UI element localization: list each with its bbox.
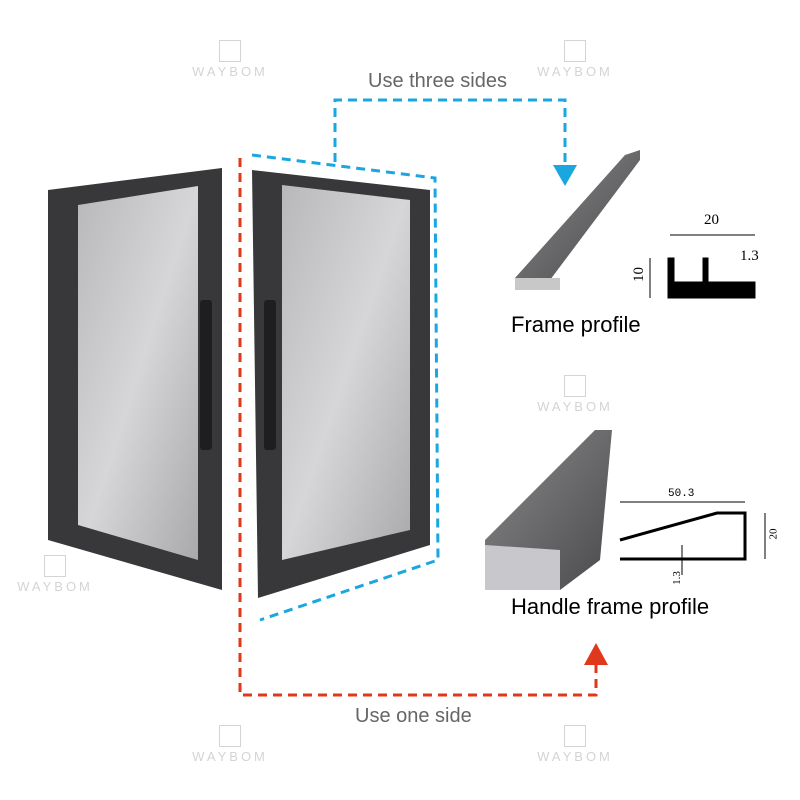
handle-frame-profile-drawing: [619, 501, 766, 575]
watermark: WAYBOM: [530, 375, 620, 414]
arrow-down-icon: [553, 165, 577, 186]
frame-profile-label: Frame profile: [511, 312, 641, 337]
frame-thickness-dim: 1.3: [740, 248, 759, 264]
watermark: WAYBOM: [185, 725, 275, 764]
watermark: WAYBOM: [530, 725, 620, 764]
frame-height-dim: 10: [631, 267, 647, 282]
frame-profile-image: [515, 150, 640, 290]
waybom-logo-icon: [219, 40, 241, 62]
waybom-logo-icon: [564, 40, 586, 62]
handle-width-dim: 50.3: [668, 488, 695, 500]
watermark: WAYBOM: [185, 40, 275, 79]
frame-profile-drawing: [649, 234, 756, 299]
three-sides-label: Use three sides: [368, 70, 507, 92]
waybom-logo-icon: [564, 725, 586, 747]
one-side-indicator: [238, 158, 598, 697]
watermark: WAYBOM: [10, 555, 100, 594]
handle: [264, 300, 276, 450]
handle-frame-profile-image: [485, 430, 612, 590]
watermark: WAYBOM: [530, 40, 620, 79]
frame-width-dim: 20: [704, 212, 719, 228]
door-side-view: [252, 170, 430, 598]
waybom-logo-icon: [44, 555, 66, 577]
arrow-up-icon: [584, 643, 608, 665]
waybom-logo-icon: [219, 725, 241, 747]
handle-frame-profile-label: Handle frame profile: [511, 594, 710, 619]
handle-height-dim: 20: [767, 528, 780, 540]
handle: [200, 300, 212, 450]
handle-thickness-dim: 1.3: [670, 571, 683, 585]
door-front-view: [48, 168, 222, 590]
one-side-label: Use one side: [355, 705, 472, 727]
three-sides-indicator: [251, 98, 567, 622]
waybom-logo-icon: [564, 375, 586, 397]
